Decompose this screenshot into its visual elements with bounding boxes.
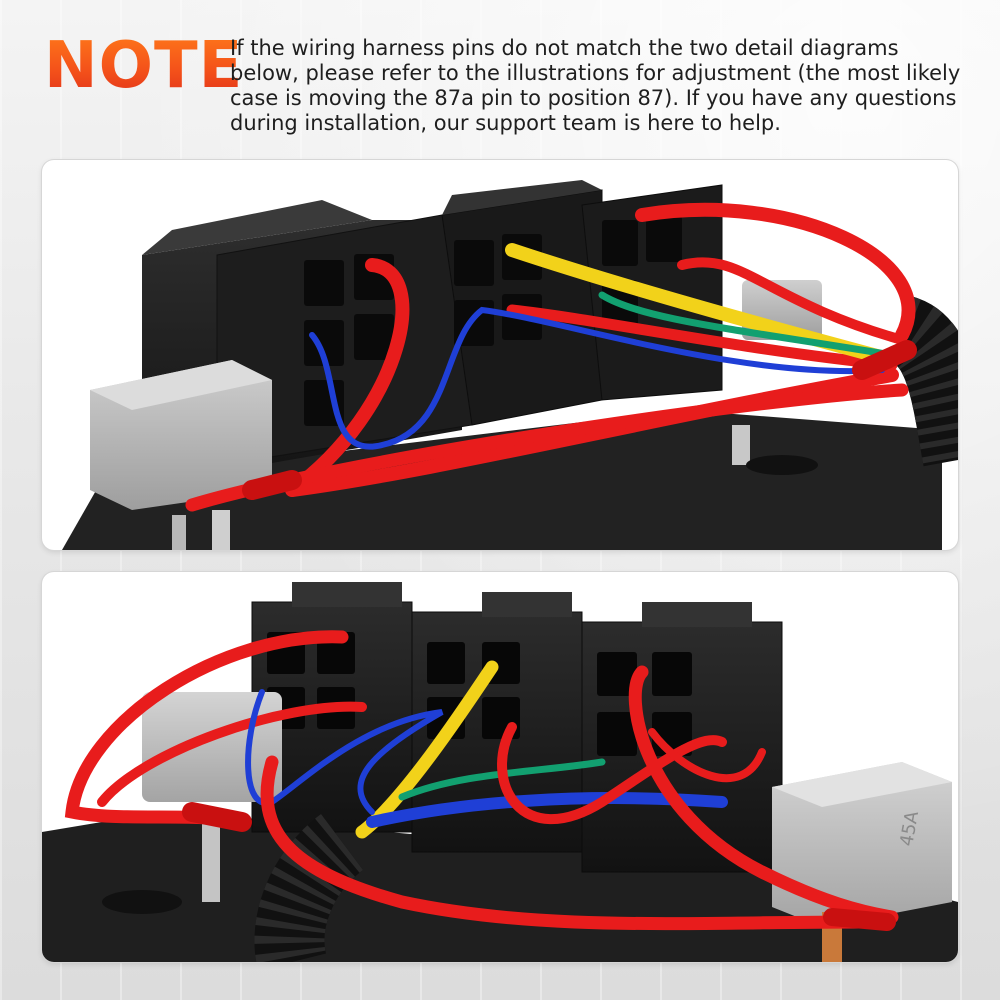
note-text: If the wiring harness pins do not match … (230, 36, 961, 135)
relay-block-photo-top (42, 160, 958, 550)
wire-loom (254, 814, 365, 962)
wire-loom (889, 296, 958, 467)
relay-block-photo-bottom: 45A (42, 572, 958, 962)
fuse-right: 45A (772, 762, 952, 927)
mounting-base (62, 410, 942, 550)
wires (64, 630, 899, 931)
relay-block-illustration-bottom: 45A (42, 582, 958, 962)
relay-block-illustration-top (62, 180, 958, 550)
wires (185, 202, 917, 512)
note-heading: NOTE (44, 29, 244, 103)
note-header: NOTE If the wiring harness pins do not m… (0, 0, 1000, 150)
stud-bolts (172, 425, 818, 550)
fuse-left (90, 360, 272, 510)
